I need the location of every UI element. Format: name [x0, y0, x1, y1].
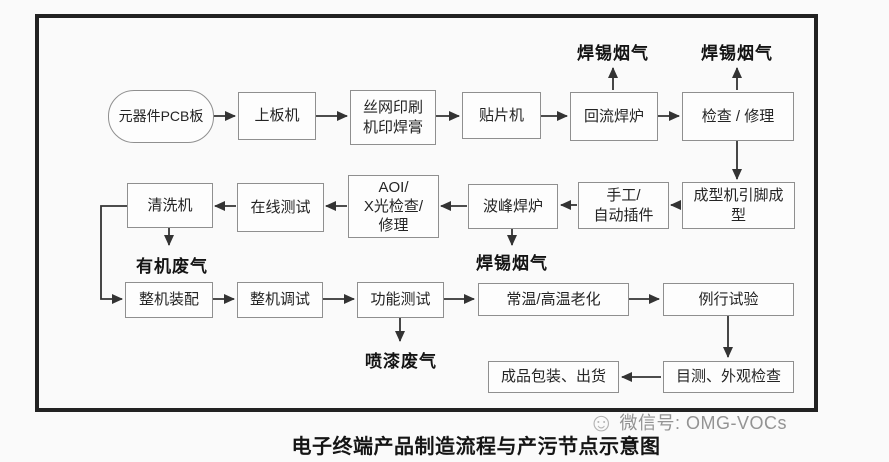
node-board-loader: 上板机 — [238, 92, 316, 140]
node-inspect-repair: 检查 / 修理 — [682, 92, 794, 141]
emission-label-solder-fume-inspect: 焊锡烟气 — [701, 44, 773, 63]
node-visual-inspect: 目测、外观检查 — [663, 361, 794, 393]
smiley-icon — [588, 409, 615, 435]
node-forming-machine: 成型机引脚成 型 — [682, 182, 795, 229]
watermark: 微信号: OMG-VOCs — [588, 409, 787, 435]
diagram-frame — [35, 14, 818, 412]
node-aoi-xray-inspect: AOI/ X光检查/ 修理 — [348, 175, 439, 238]
emission-label-solder-fume-reflow: 焊锡烟气 — [577, 44, 649, 63]
node-reflow-oven: 回流焊炉 — [570, 92, 658, 141]
node-inline-test: 在线测试 — [237, 183, 324, 232]
emission-label-solder-fume-wave: 焊锡烟气 — [476, 254, 548, 273]
node-function-test: 功能测试 — [357, 282, 444, 318]
node-manual-insert: 手工/ 自动插件 — [578, 182, 669, 229]
node-pick-place: 贴片机 — [462, 92, 541, 139]
node-wave-solder: 波峰焊炉 — [468, 184, 558, 229]
emission-label-organic-waste-gas: 有机废气 — [136, 257, 208, 276]
node-aging: 常温/高温老化 — [478, 283, 629, 316]
node-screen-printer: 丝网印刷 机印焊膏 — [350, 90, 436, 145]
diagram-caption: 电子终端产品制造流程与产污节点示意图 — [291, 436, 661, 458]
node-cleaning-machine: 清洗机 — [127, 183, 213, 228]
node-packing-shipping: 成品包装、出货 — [488, 361, 619, 393]
node-routine-test: 例行试验 — [663, 283, 794, 316]
node-tuning: 整机调试 — [237, 282, 323, 318]
node-assembly: 整机装配 — [125, 282, 213, 318]
node-pcb-components: 元器件PCB板 — [108, 90, 214, 143]
emission-label-paint-waste-gas: 喷漆废气 — [365, 352, 437, 371]
watermark-text: 微信号: OMG-VOCs — [619, 413, 788, 433]
